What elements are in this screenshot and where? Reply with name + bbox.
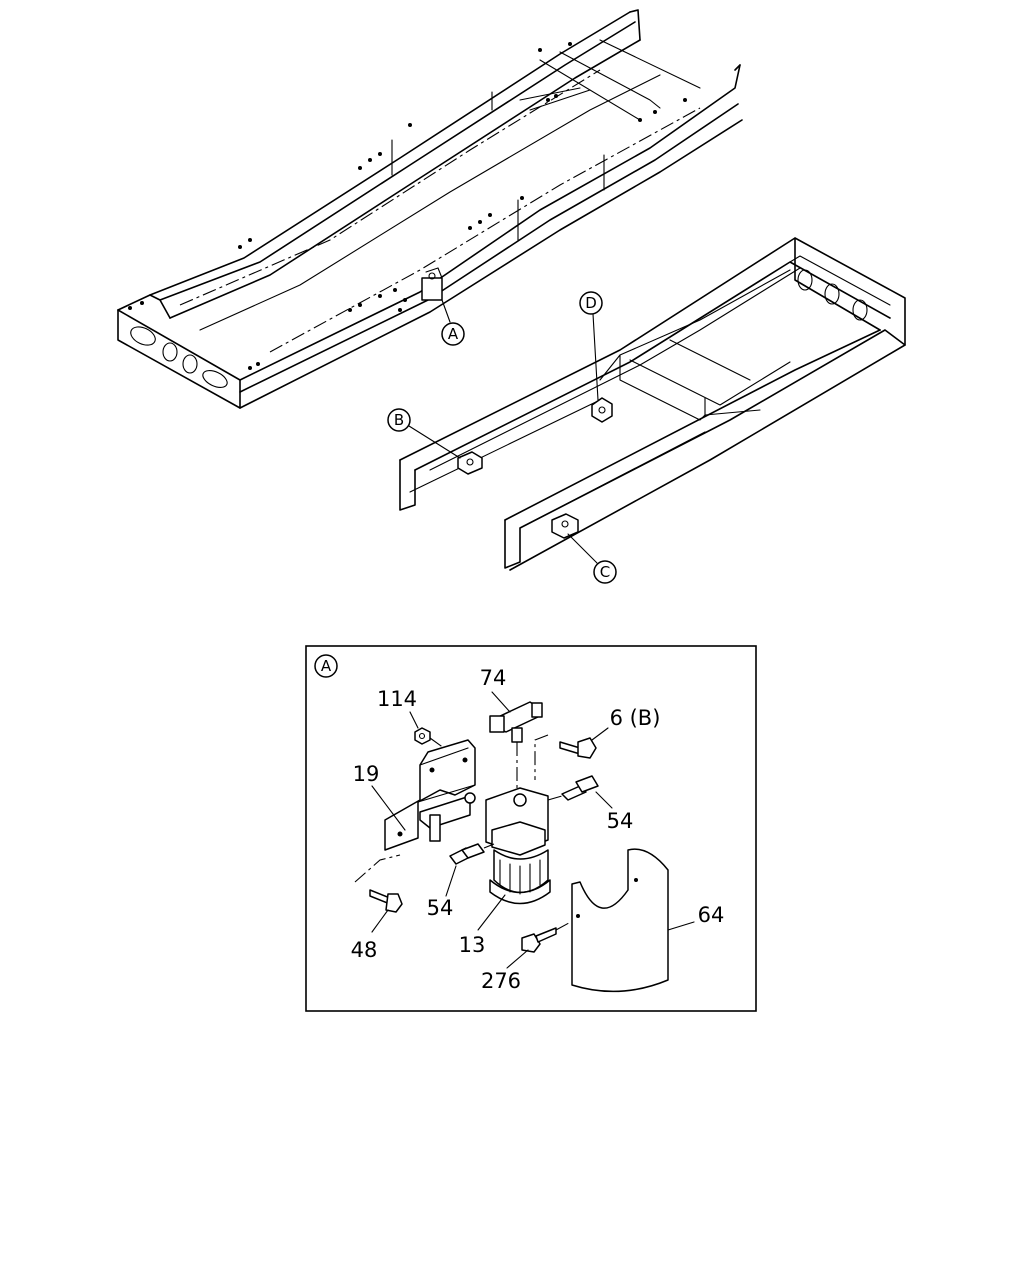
label-13: 13 <box>459 933 486 957</box>
fuel-filter-13 <box>485 787 551 905</box>
label-54-left: 54 <box>427 896 454 920</box>
label-48: 48 <box>351 938 378 962</box>
nut-114 <box>414 727 445 749</box>
bracket-c <box>551 513 579 539</box>
label-74: 74 <box>480 666 507 690</box>
label-54-right: 54 <box>607 809 634 833</box>
callout-c-label: C <box>600 563 610 581</box>
label-114: 114 <box>377 687 417 711</box>
callout-c: C <box>567 533 617 584</box>
label-6b: 6 (B) <box>610 706 661 730</box>
fitting-54-right <box>547 775 599 801</box>
callout-d-label: D <box>585 294 597 312</box>
tee-fitting-74 <box>489 701 543 790</box>
bolt-276 <box>521 917 579 953</box>
callout-b: B <box>387 408 461 459</box>
callout-d: D <box>579 291 603 401</box>
bracket-19 <box>384 739 476 851</box>
chassis-frame-right <box>399 237 906 571</box>
label-64: 64 <box>698 903 725 927</box>
callout-a-label: A <box>448 325 459 343</box>
cover-64 <box>571 848 669 993</box>
bolt-48 <box>354 854 403 913</box>
callout-b-label: B <box>394 411 404 429</box>
callout-a: A <box>441 299 465 346</box>
chassis-frame-left <box>117 9 743 409</box>
bracket-b <box>457 451 483 475</box>
detail-view-letter: A <box>321 657 332 675</box>
label-19: 19 <box>353 762 380 786</box>
detail-view-a: A <box>305 645 757 1012</box>
bracket-d <box>591 397 613 423</box>
label-276: 276 <box>481 969 521 993</box>
bolt-6b <box>534 734 597 780</box>
fitting-54-left <box>449 843 495 865</box>
